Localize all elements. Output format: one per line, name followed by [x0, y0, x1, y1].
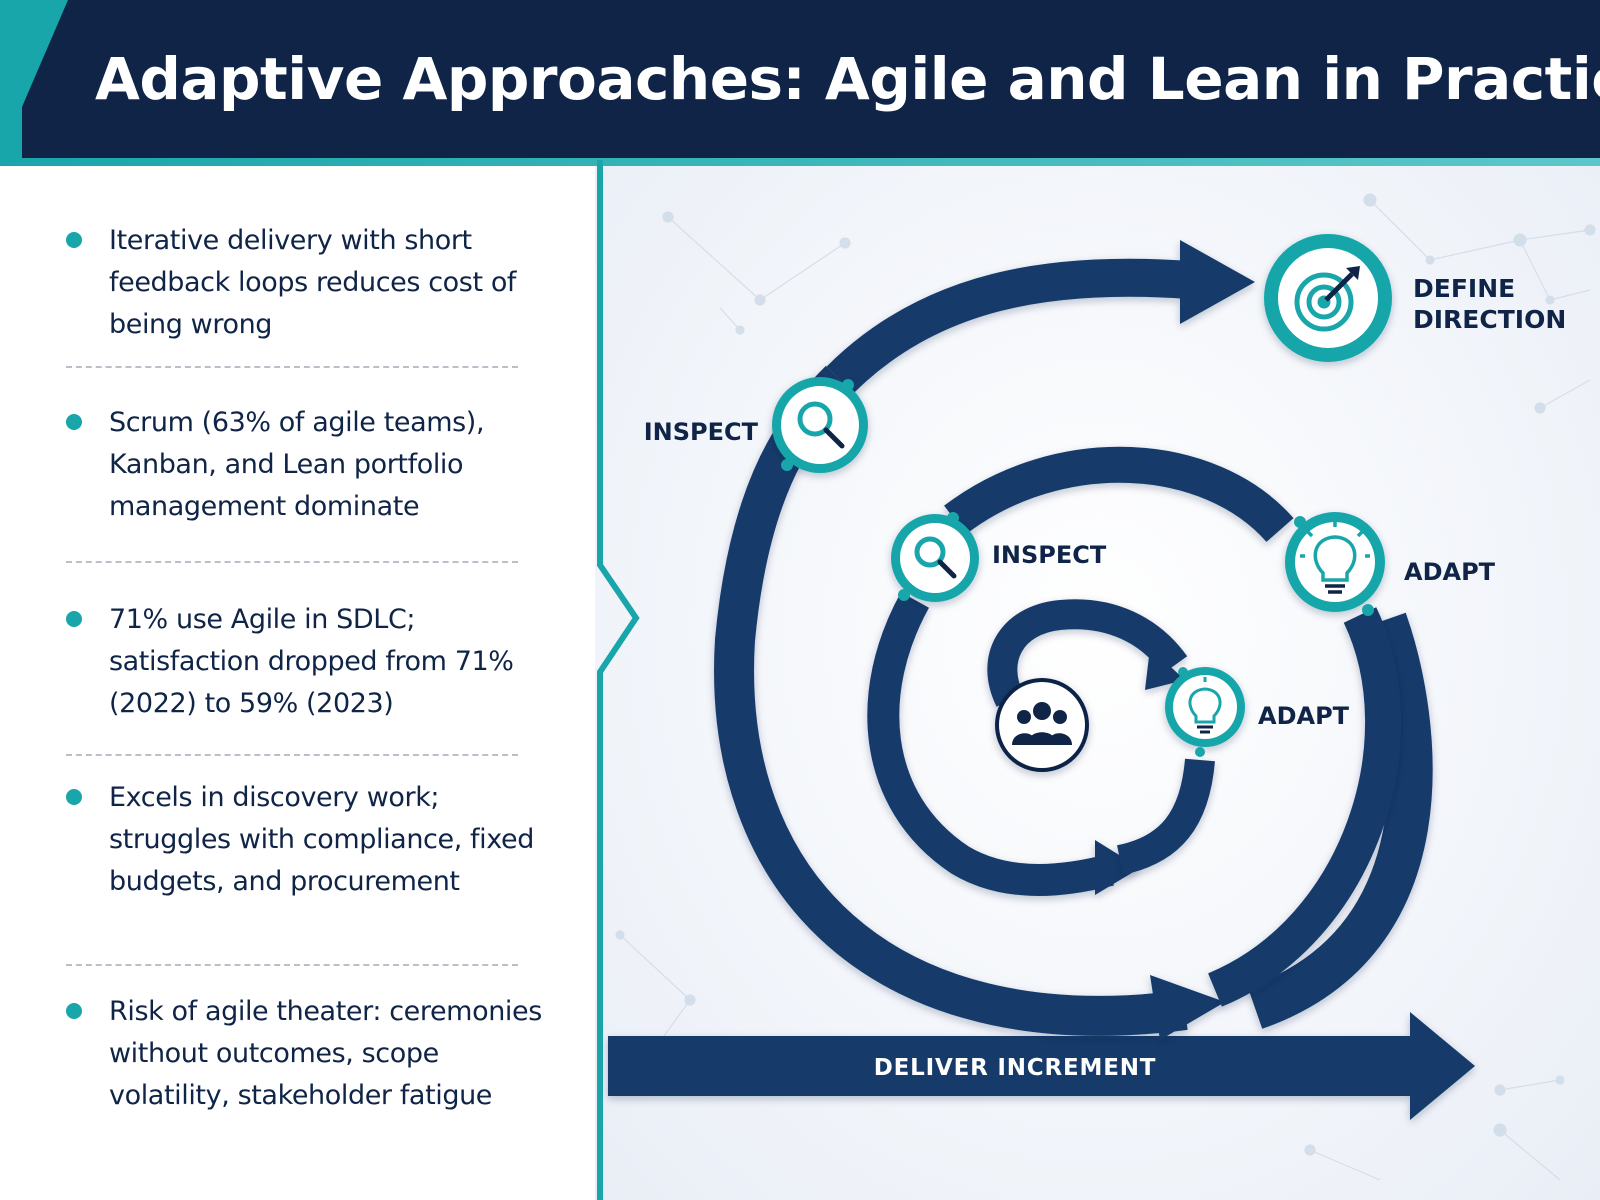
middle-inspect-label: INSPECT — [992, 541, 1107, 569]
outer-inspect-node: INSPECT — [644, 377, 868, 473]
header-banner: Adaptive Approaches: Agile and Lean in P… — [0, 0, 1600, 158]
bullet-text: 71% use Agile in SDLC; satisfaction drop… — [109, 604, 514, 719]
bullet-text: Iterative delivery with short feedback l… — [109, 225, 517, 340]
define-direction-node: DEFINE DIRECTION — [1264, 234, 1566, 362]
page-title: Adaptive Approaches: Agile and Lean in P… — [95, 45, 1600, 113]
bullet-dot — [66, 232, 82, 248]
inner-adapt-node: ADAPT — [1165, 667, 1350, 757]
magnifier-icon — [797, 401, 845, 449]
divider — [66, 754, 518, 756]
middle-inspect-node: INSPECT — [891, 512, 1107, 602]
bullet-dot — [66, 789, 82, 805]
define-direction-label-line1: DEFINE — [1413, 274, 1515, 303]
bullet-dot — [66, 1003, 82, 1019]
divider — [66, 964, 518, 966]
inner-adapt-label: ADAPT — [1258, 702, 1350, 730]
bullet-text: Excels in discovery work; struggles with… — [109, 782, 534, 897]
bullet-text: Risk of agile theater: ceremonies withou… — [109, 996, 542, 1111]
target-icon — [1294, 266, 1360, 332]
lightbulb-icon — [1300, 522, 1370, 594]
middle-spiral-arrow — [867, 446, 1402, 1007]
deliver-increment-arrow: DELIVER INCREMENT — [608, 1012, 1475, 1120]
define-direction-label-line2: DIRECTION — [1413, 305, 1566, 334]
center-team-node — [995, 678, 1089, 772]
divider — [66, 366, 518, 368]
bullet-dot — [66, 414, 82, 430]
middle-adapt-label: ADAPT — [1404, 558, 1496, 586]
header-accent-triangle — [0, 0, 68, 158]
bullet-panel: Iterative delivery with short feedback l… — [0, 166, 595, 1200]
deliver-increment-label: DELIVER INCREMENT — [874, 1055, 1157, 1081]
outer-inspect-label: INSPECT — [644, 418, 759, 446]
panel-divider — [597, 160, 640, 1200]
lightbulb-icon — [1188, 677, 1222, 734]
middle-adapt-node: ADAPT — [1285, 512, 1496, 616]
bullet-text: Scrum (63% of agile teams), Kanban, and … — [109, 407, 485, 522]
divider — [66, 561, 518, 563]
team-icon — [1012, 702, 1072, 745]
inner-spiral-arrow — [987, 599, 1215, 875]
magnifier-icon — [914, 536, 957, 579]
bullet-dot — [66, 611, 82, 627]
header-underline — [0, 158, 1600, 166]
